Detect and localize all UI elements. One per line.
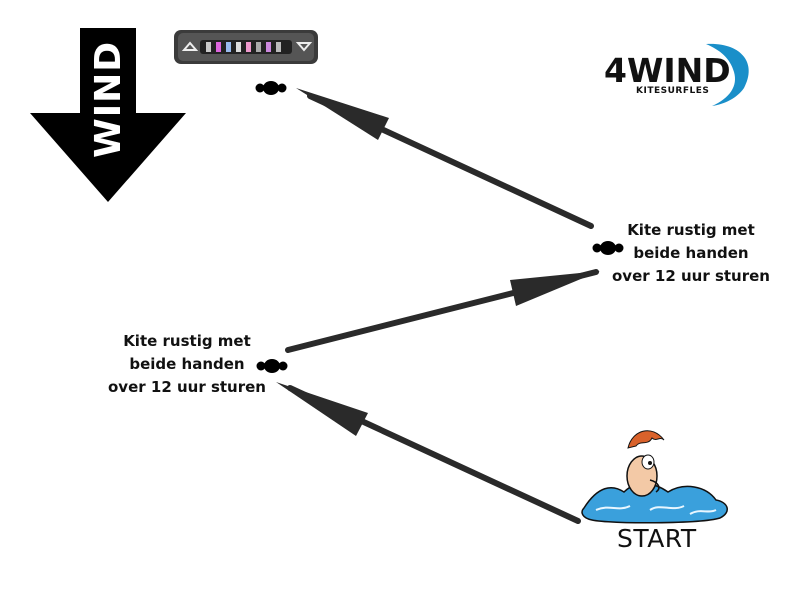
route-arrow-left-to-right	[285, 269, 600, 353]
step-label-line: Kite rustig met	[123, 332, 251, 350]
logo-sub-text: KITESURFLES	[636, 86, 709, 96]
swimmer-icon	[581, 430, 728, 524]
control-bar-icon	[174, 30, 318, 64]
4wind-logo: 4WIND KITESURFLES	[604, 43, 749, 106]
step-label-line: over 12 uur sturen	[612, 267, 770, 285]
step-label-left: Kite rustig met beide handen over 12 uur…	[108, 330, 266, 399]
bar-handle-icon	[255, 81, 287, 95]
route-arrow-right-to-top	[296, 88, 594, 229]
step-label-right: Kite rustig met beide handen over 12 uur…	[612, 219, 770, 288]
step-label-line: over 12 uur sturen	[108, 378, 266, 396]
bar-handle-icon	[256, 359, 288, 373]
step-label-line: beide handen	[633, 244, 749, 262]
start-label: START	[617, 524, 697, 553]
wind-label: WIND	[88, 41, 129, 158]
logo-main-text: 4WIND	[604, 51, 731, 90]
bar-handle-icon	[592, 241, 624, 255]
route-arrow-start-to-left	[276, 382, 581, 524]
down-arrow-icon: WIND	[30, 28, 186, 202]
step-label-line: Kite rustig met	[627, 221, 755, 239]
step-label-line: beide handen	[129, 355, 245, 373]
